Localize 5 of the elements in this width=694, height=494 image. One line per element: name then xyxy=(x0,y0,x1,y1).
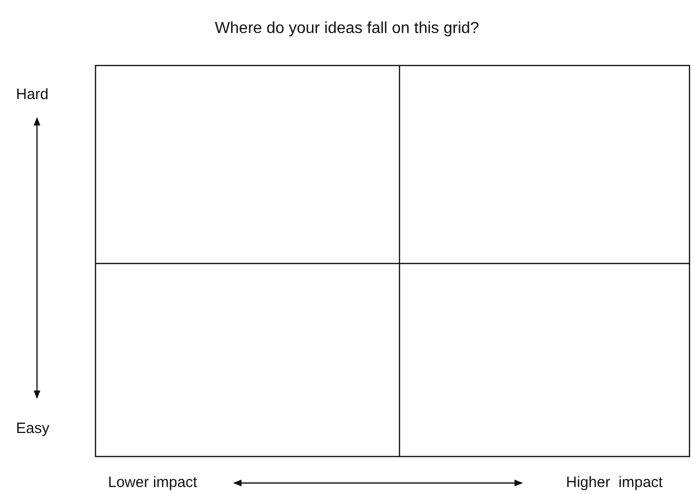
axis-label: Hard xyxy=(16,86,49,104)
chart-title: Where do your ideas fall on this grid? xyxy=(214,20,480,38)
axis-label: Lower impact xyxy=(108,474,198,492)
axis-label: Easy xyxy=(16,420,50,438)
axis-label: Higher impact xyxy=(566,474,663,492)
